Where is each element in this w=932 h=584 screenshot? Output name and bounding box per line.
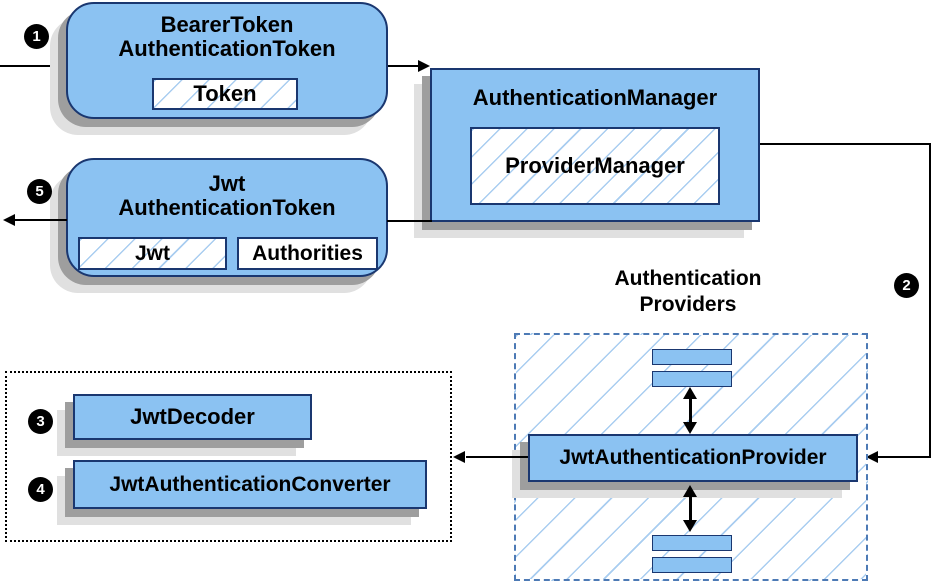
manager-to-provider-line-top	[760, 143, 931, 145]
arrow-head-left-icon	[3, 214, 15, 226]
jwt-field-label: Jwt	[134, 241, 170, 265]
jwt-authentication-converter-node: JwtAuthenticationConverter	[73, 460, 427, 509]
arrow-head-left-icon	[866, 451, 878, 463]
authorities-field: Authorities	[237, 237, 378, 270]
step-4-badge: 4	[28, 477, 53, 502]
manager-to-jwt-token-line	[387, 220, 432, 222]
jwt-decoder-label: JwtDecoder	[130, 404, 255, 429]
authentication-providers-label: Authentication Providers	[556, 266, 820, 318]
arrow-head-down-icon	[683, 422, 697, 434]
provider-manager-label: ProviderManager	[505, 153, 685, 178]
bearer-to-manager-line	[388, 65, 420, 67]
provider-stack-bar	[652, 557, 732, 573]
authentication-manager-title: AuthenticationManager	[432, 70, 758, 110]
manager-to-provider-line-vertical	[929, 143, 931, 458]
bearer-token-title-line1: BearerToken	[160, 12, 294, 37]
jwt-decoder-node: JwtDecoder	[73, 394, 312, 440]
authorities-field-label: Authorities	[252, 241, 363, 265]
jwt-token-title-line2: AuthenticationToken	[118, 195, 336, 220]
decoder-converter-container	[5, 371, 452, 542]
arrow-head-up-icon	[683, 485, 697, 497]
manager-to-provider-line-bottom	[878, 456, 931, 458]
arrow-head-left-icon	[453, 451, 465, 463]
arrow-head-up-icon	[683, 387, 697, 399]
arrow-head-right-icon	[418, 60, 430, 72]
bearer-token-node-title: BearerToken AuthenticationToken	[68, 4, 386, 61]
jwt-authentication-provider-label: JwtAuthenticationProvider	[559, 446, 827, 469]
step-2-badge: 2	[894, 273, 919, 298]
providers-label-line2: Providers	[639, 293, 737, 316]
outgoing-token-line	[14, 219, 67, 221]
authentication-providers-container: JwtAuthenticationProvider	[514, 333, 868, 581]
step-5-badge: 5	[27, 179, 52, 204]
jwt-authentication-converter-label: JwtAuthenticationConverter	[109, 472, 391, 496]
jwt-token-title-line1: Jwt	[208, 171, 246, 196]
bearer-token-title-line2: AuthenticationToken	[118, 36, 336, 61]
step-3-badge: 3	[28, 409, 53, 434]
token-field-label: Token	[193, 81, 257, 106]
providers-label-line1: Authentication	[614, 267, 762, 290]
arrow-head-down-icon	[683, 520, 697, 532]
jwt-authentication-token-node: Jwt AuthenticationToken Jwt Authorities	[66, 158, 388, 277]
incoming-request-line	[0, 65, 67, 67]
bearer-token-authentication-token-node: BearerToken AuthenticationToken Token	[66, 2, 388, 119]
provider-stack-bar	[652, 535, 732, 551]
step-1-badge: 1	[24, 24, 49, 49]
provider-manager-field: ProviderManager	[470, 127, 720, 205]
provider-stack-bar	[652, 349, 732, 365]
arrow-shaft	[688, 399, 692, 422]
token-field: Token	[152, 78, 298, 110]
authentication-manager-node: AuthenticationManager ProviderManager	[430, 68, 760, 222]
authentication-manager-title-text: AuthenticationManager	[472, 85, 718, 110]
arrow-shaft	[688, 497, 692, 520]
bidirectional-arrow-icon	[676, 485, 704, 532]
jwt-token-node-title: Jwt AuthenticationToken	[68, 160, 386, 220]
bidirectional-arrow-icon	[676, 387, 704, 434]
provider-stack-bar	[652, 371, 732, 387]
jwt-authentication-provider-node: JwtAuthenticationProvider	[528, 434, 858, 482]
jwt-field: Jwt	[78, 237, 227, 270]
provider-to-decoder-line	[466, 456, 528, 458]
